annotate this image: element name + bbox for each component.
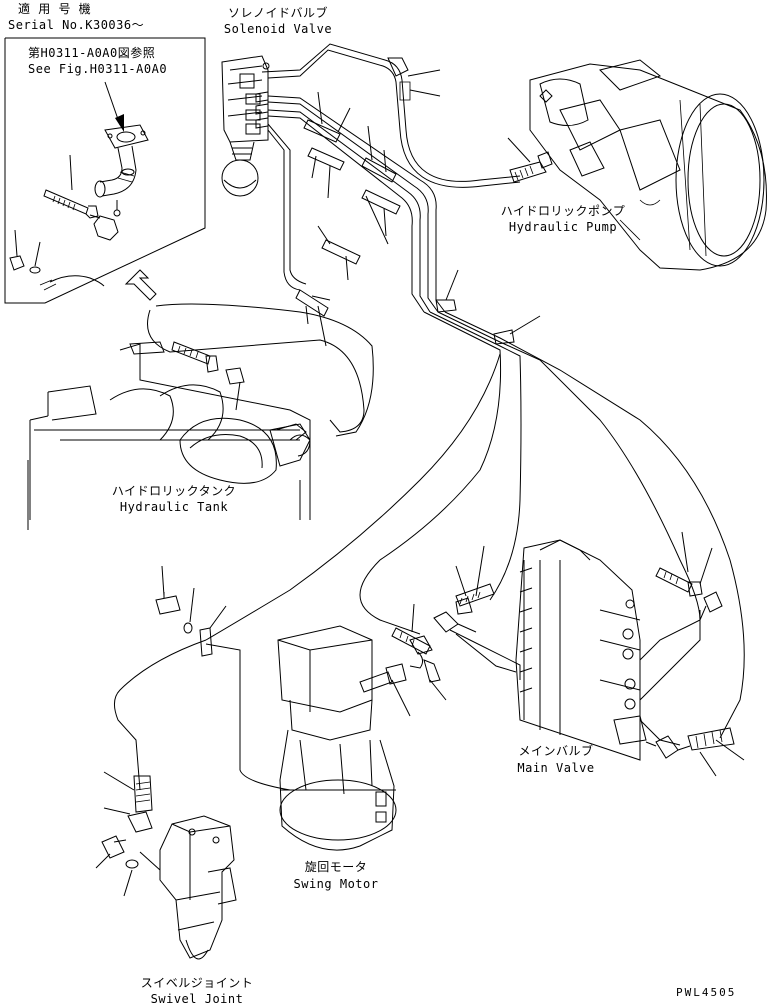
- solenoid-valve-en-label: Solenoid Valve: [223, 22, 333, 36]
- inset-ref-en-label: See Fig.H0311-A0A0: [28, 62, 168, 76]
- swing-motor-jp-label: 旋回モータ: [304, 860, 368, 874]
- drawing-code-label: PWL4505: [676, 986, 737, 999]
- inset-detail-box: [4, 37, 206, 304]
- hydraulic-pump-jp-label: ハイドロリックポンプ: [500, 204, 626, 218]
- solenoid-valve-jp-label: ソレノイドバルブ: [227, 6, 329, 20]
- inset-ref-jp-label: 第H0311-A0A0図参照: [28, 46, 156, 60]
- solenoid-to-pump-hose: [261, 43, 553, 188]
- swing-motor-drawing: [277, 603, 447, 851]
- swing-motor-en-label: Swing Motor: [293, 877, 379, 891]
- reference-arrow: [124, 269, 157, 301]
- swivel-joint-en-label: Swivel Joint: [150, 992, 244, 1006]
- applicability-jp-label: 適 用 号 機: [18, 2, 92, 16]
- serial-number-label: Serial No.K30036～: [8, 18, 145, 32]
- main-valve-en-label: Main Valve: [517, 761, 595, 775]
- hose-routing: [114, 311, 745, 791]
- hydraulic-pump-drawing: [529, 59, 767, 271]
- hydraulic-tank-jp-label: ハイドロリックタンク: [111, 484, 237, 498]
- swivel-joint-drawing: [95, 771, 237, 960]
- solenoid-valve-drawing: [221, 55, 270, 197]
- hydraulic-tank-en-label: Hydraulic Tank: [119, 500, 229, 514]
- main-valve-jp-label: メインバルブ: [518, 744, 594, 758]
- main-valve-drawing: [433, 531, 745, 777]
- swivel-joint-jp-label: スイベルジョイント: [140, 976, 254, 990]
- inset-bolt: [43, 189, 99, 219]
- hydraulic-pump-en-label: Hydraulic Pump: [508, 220, 618, 234]
- hose-clamp-bracket: [155, 565, 227, 657]
- hydraulic-tank-drawing: [27, 303, 374, 530]
- pilot-hose-bundle: [267, 91, 541, 347]
